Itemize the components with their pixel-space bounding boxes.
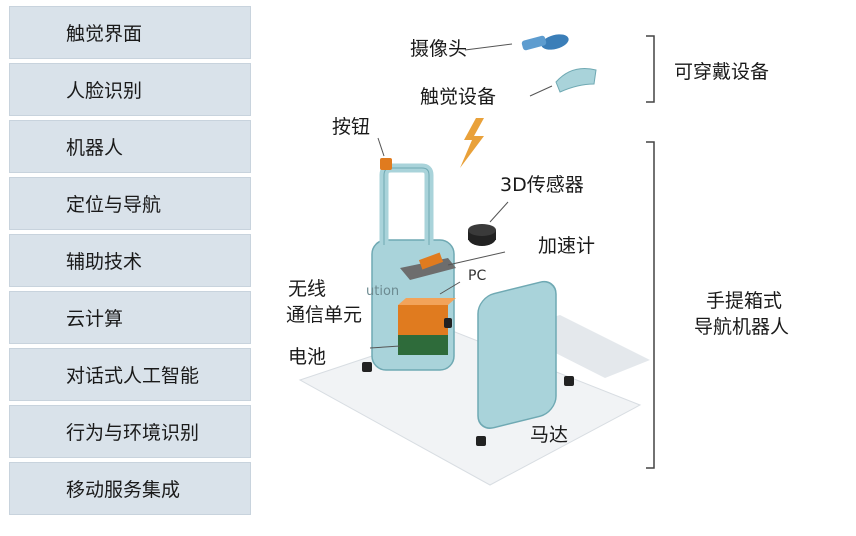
haptic-device-label: 触觉设备 (420, 86, 497, 108)
wireless-label-line1: 无线 (288, 278, 327, 300)
wheel (444, 318, 452, 328)
wireless-label-line2: 通信单元 (286, 304, 363, 326)
battery-block (398, 335, 448, 355)
sidebar-item[interactable]: 触觉界面 (9, 6, 251, 59)
pc-label: PC (468, 268, 487, 284)
wheel (564, 376, 574, 386)
robot-diagram: 摄像头 触觉设备 可穿戴设备 按钮 3D传感器 加速计 无线 通信单元 utio… (260, 0, 856, 536)
wheel (476, 436, 486, 446)
sidebar: 触觉界面人脸识别机器人定位与导航辅助技术云计算对话式人工智能行为与环境识别移动服… (9, 6, 251, 519)
sidebar-item[interactable]: 对话式人工智能 (9, 348, 251, 401)
camera-pointer (464, 43, 513, 51)
wearable-label: 可穿戴设备 (674, 61, 770, 83)
camera-icon (521, 34, 569, 51)
sidebar-item[interactable]: 定位与导航 (9, 177, 251, 230)
sidebar-item[interactable]: 机器人 (9, 120, 251, 173)
camera-label: 摄像头 (410, 38, 468, 60)
pc-pointer (439, 281, 461, 295)
battery-label: 电池 (288, 346, 327, 368)
suitcase-handle (379, 163, 434, 245)
suitcase-bracket (646, 141, 655, 469)
accelerometer-icon (418, 252, 444, 270)
sidebar-item[interactable]: 云计算 (9, 291, 251, 344)
lightning-icon (460, 118, 484, 168)
faint-text: ution (366, 284, 400, 299)
button-icon (380, 158, 392, 170)
sidebar-item[interactable]: 移动服务集成 (9, 462, 251, 515)
battery-pointer (369, 345, 401, 349)
motor-label: 马达 (530, 424, 569, 446)
haptic-pointer (529, 85, 553, 97)
haptic-device-icon (555, 68, 597, 93)
sensor-3d-label: 3D传感器 (500, 174, 584, 196)
wearable-bracket (646, 35, 655, 103)
button-label: 按钮 (332, 116, 371, 138)
sidebar-item[interactable]: 人脸识别 (9, 63, 251, 116)
sidebar-item[interactable]: 行为与环境识别 (9, 405, 251, 458)
sidebar-item[interactable]: 辅助技术 (9, 234, 251, 287)
accelerometer-label: 加速计 (538, 235, 596, 257)
side-panel (477, 280, 557, 429)
sensor-pointer (489, 201, 509, 223)
shelf (400, 258, 456, 280)
wireless-unit-block (398, 305, 448, 335)
wheel (362, 362, 372, 372)
diagram-graphics (298, 34, 655, 486)
suitcase-label-line2: 导航机器人 (694, 316, 790, 338)
button-pointer (377, 137, 385, 157)
accelerometer-pointer (447, 251, 506, 266)
suitcase-label-line1: 手提箱式 (706, 290, 783, 312)
